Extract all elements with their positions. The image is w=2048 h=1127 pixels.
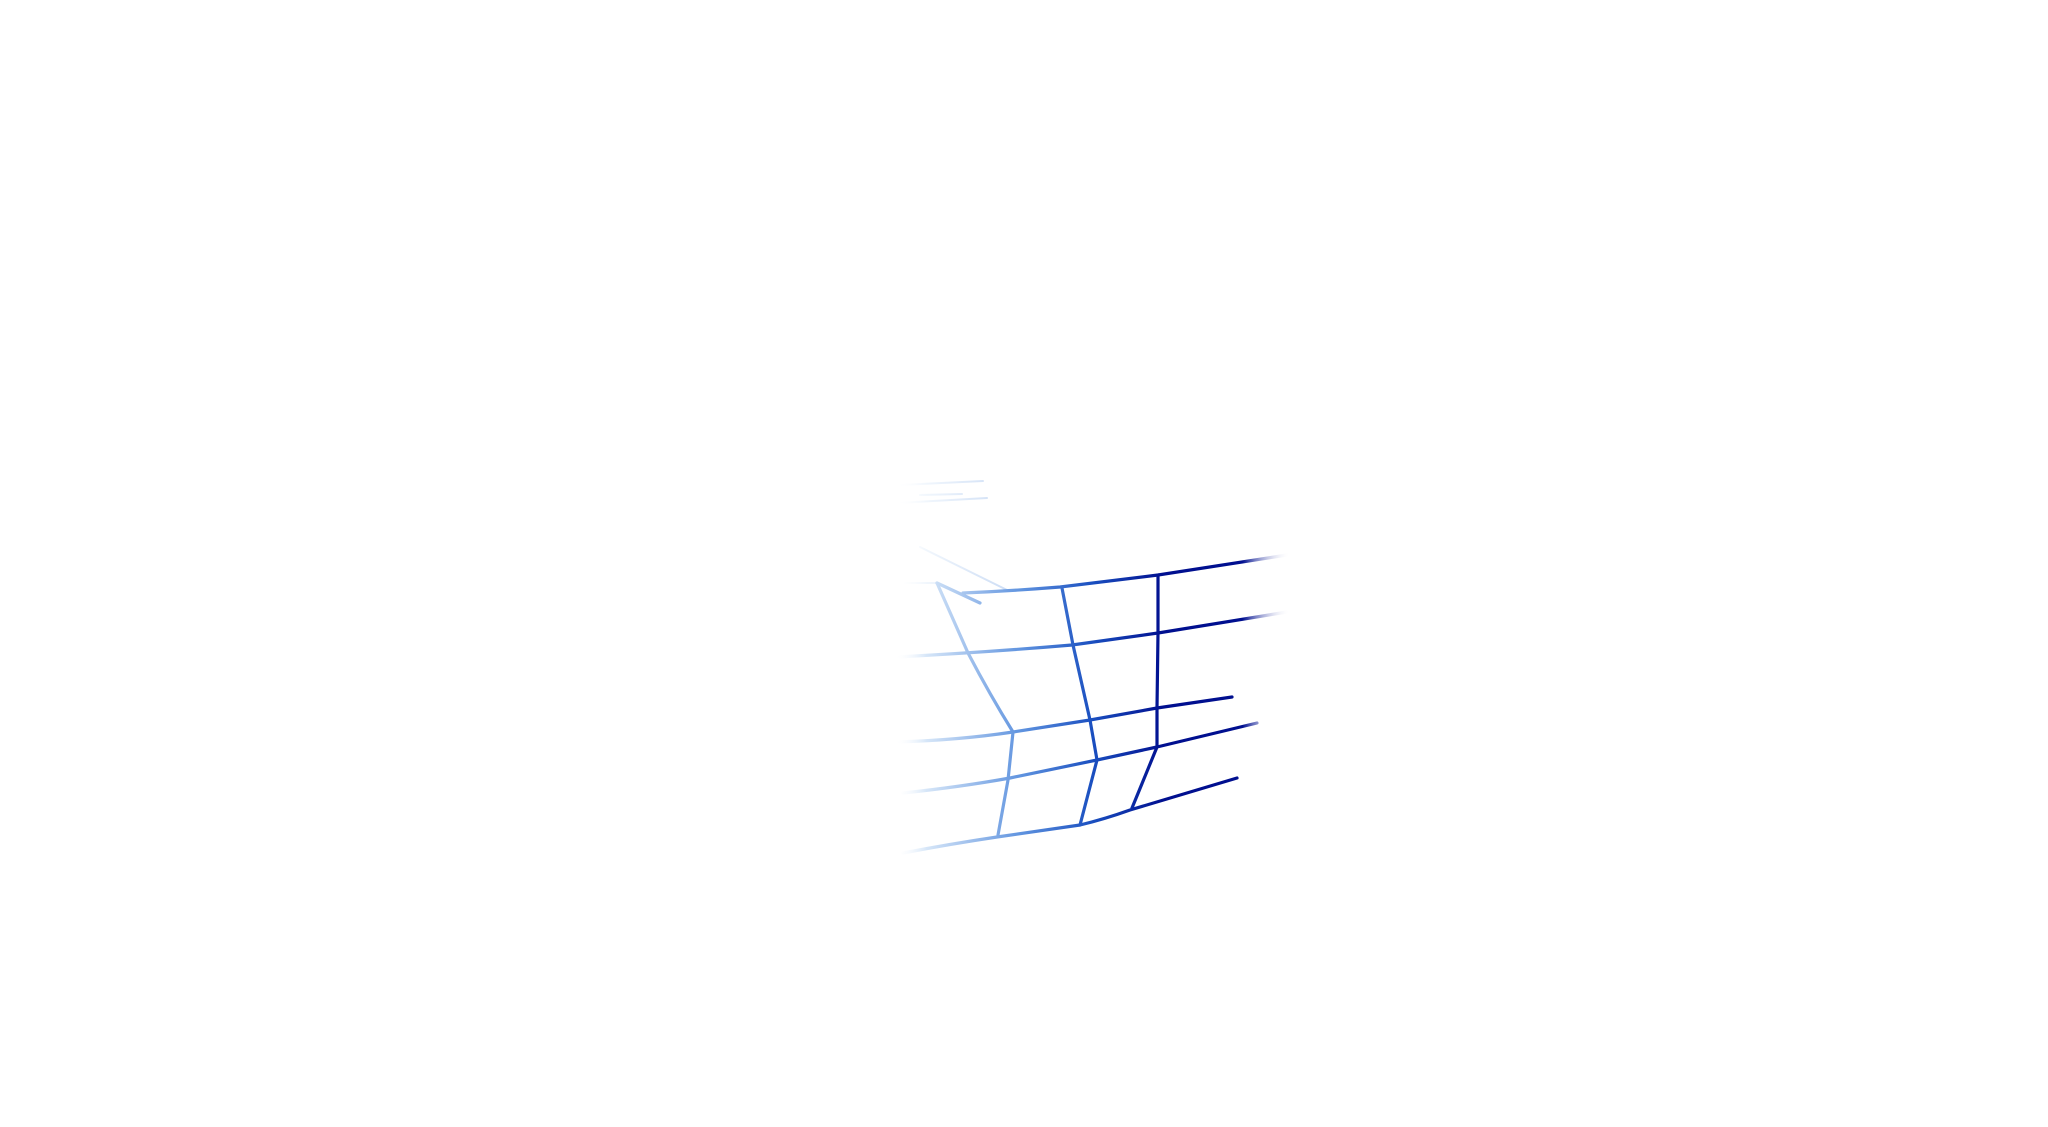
top-stroke (919, 493, 963, 496)
horizontal-line-2 (895, 610, 1289, 659)
diagonal-stroke (919, 546, 1008, 591)
vertical-line-3 (1130, 573, 1160, 810)
horizontal-line-5 (901, 776, 1239, 855)
hook-stroke (935, 581, 982, 605)
horizontal-line-3 (895, 695, 1234, 744)
top-stroke (896, 497, 988, 504)
horizontal-line-4 (901, 721, 1259, 795)
top-stroke (899, 480, 984, 486)
vertical-line-1 (935, 581, 1015, 837)
horizontal-line-1 (961, 553, 1289, 595)
grid-lines (895, 480, 1289, 855)
vertical-line-2 (1060, 586, 1099, 827)
